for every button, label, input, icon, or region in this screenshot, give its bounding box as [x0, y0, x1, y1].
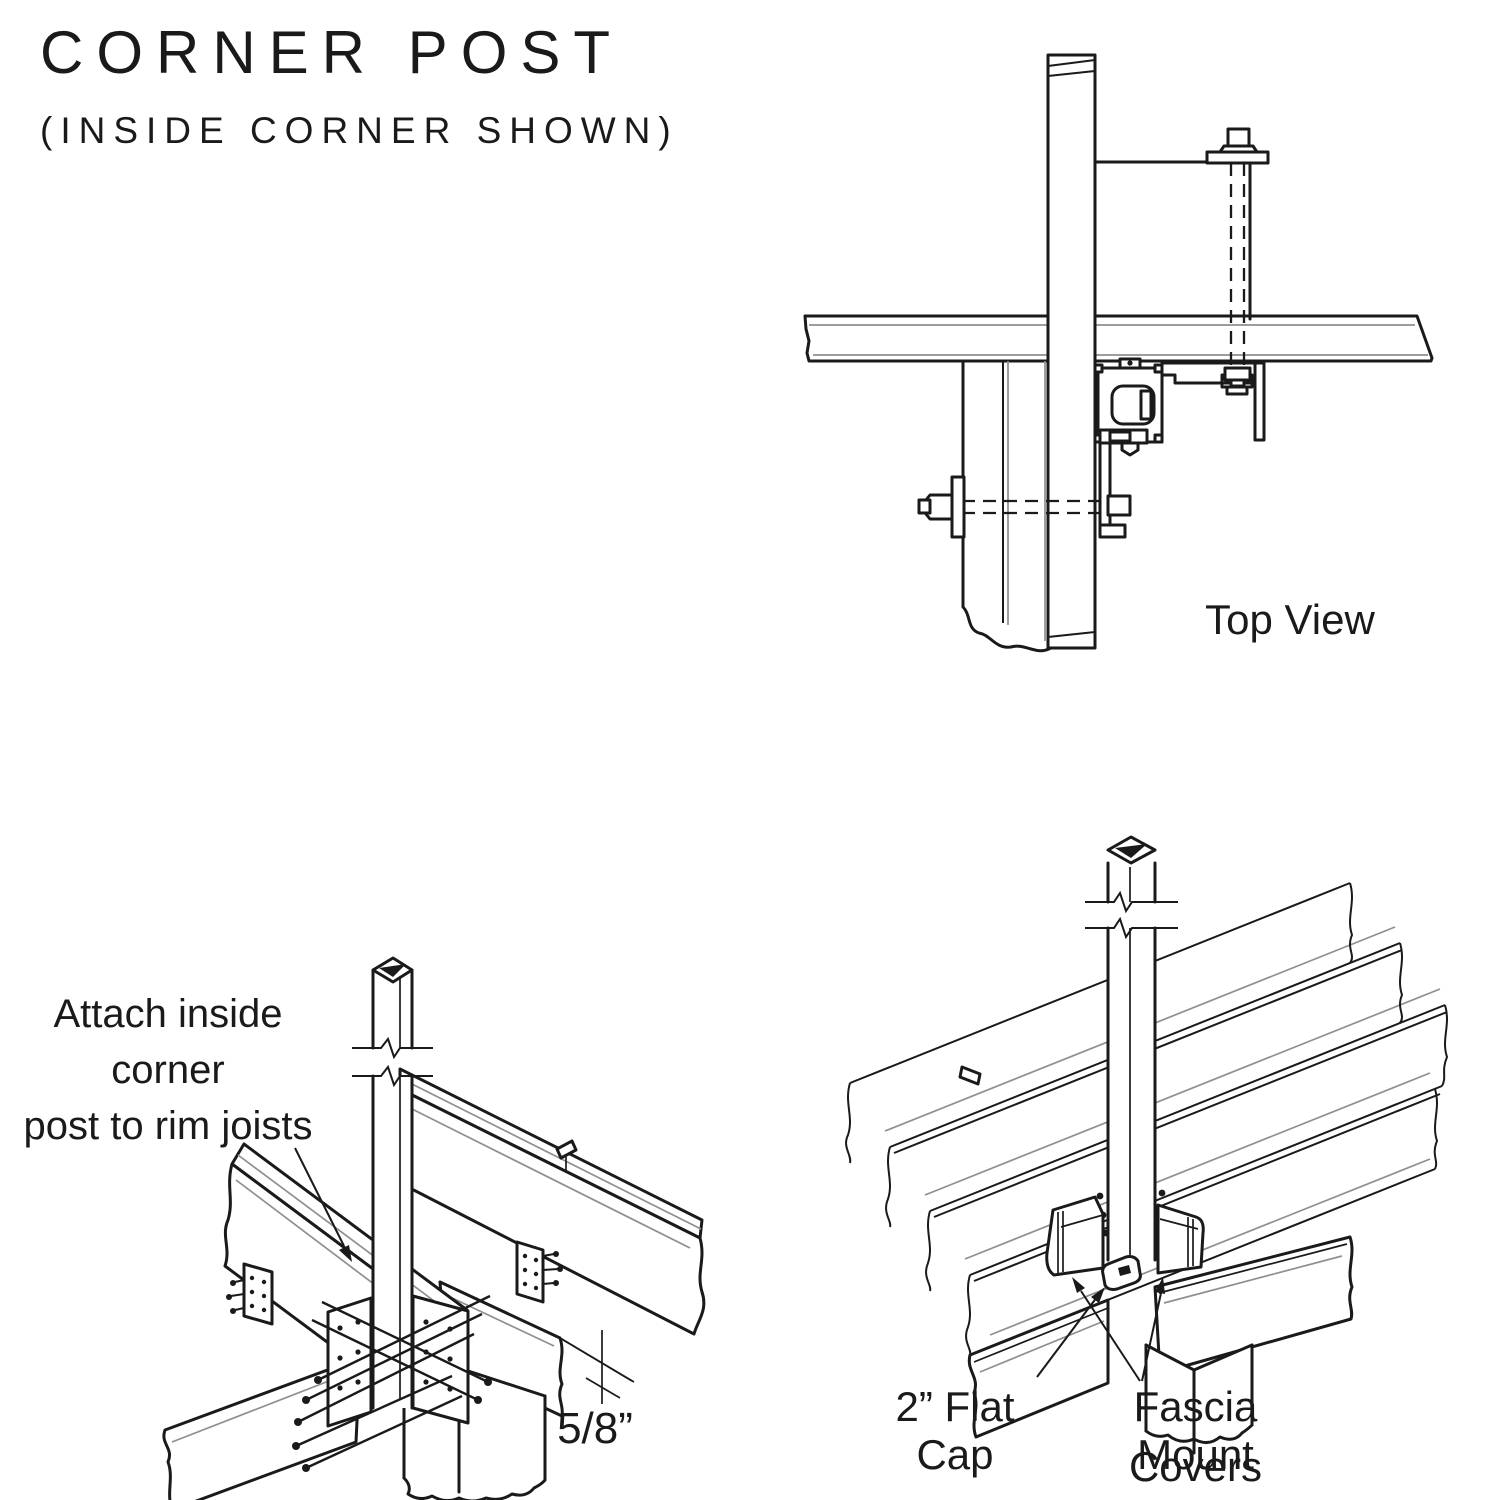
- right-fascia-mount-cover: [1156, 1203, 1205, 1275]
- left-fascia-mount-cover: [1045, 1195, 1105, 1277]
- annotation-arrow: [294, 1147, 352, 1262]
- left-fascia-board: [967, 1298, 1110, 1439]
- fascia-mount-label-line1: Fascia Mount: [1133, 1383, 1258, 1478]
- right-fascia-board: [1153, 1235, 1354, 1375]
- angle-bracket-plan: [1098, 428, 1149, 539]
- structural-post-below: [1144, 1343, 1254, 1457]
- left-joist-plate: [226, 1262, 274, 1326]
- attach-annotation-line1: Attach inside corner: [53, 992, 283, 1092]
- deck-board-plan: [803, 314, 1434, 363]
- rim-joist-attachment-drawing: [162, 956, 706, 1500]
- post-plan: [1046, 53, 1097, 650]
- fascia-covers-drawing: [845, 835, 1449, 1457]
- top-view-drawing: [803, 53, 1434, 653]
- dimension-label: 5/8”: [557, 1404, 633, 1453]
- lower-right-rim: [438, 1280, 564, 1418]
- flat-cap-label: 2” Flat Cap: [895, 1383, 1015, 1478]
- attach-annotation: Attach inside corner post to rim joists: [8, 986, 328, 1154]
- flat-cap: [1101, 1255, 1142, 1291]
- page-subtitle: (INSIDE CORNER SHOWN): [40, 110, 679, 151]
- label-leaders: [1036, 1277, 1165, 1382]
- rail-bracket-outline: [1093, 160, 1252, 321]
- page-title: CORNER POST: [40, 19, 624, 86]
- right-rim-joist: [398, 1067, 706, 1336]
- right-joist-plate: [515, 1240, 563, 1304]
- lag-screws: [292, 1294, 492, 1472]
- top-view-caption: Top View: [1205, 596, 1375, 643]
- lag-bolt-side: [917, 475, 1105, 539]
- dimension-5-8: [559, 1330, 635, 1404]
- attach-annotation-line2: post to rim joists: [23, 1104, 313, 1148]
- railing-post-fascia: [1085, 835, 1178, 1262]
- lower-left-rim: [162, 1356, 362, 1500]
- fascia-mount-label-line2: Covers: [1128, 1443, 1263, 1490]
